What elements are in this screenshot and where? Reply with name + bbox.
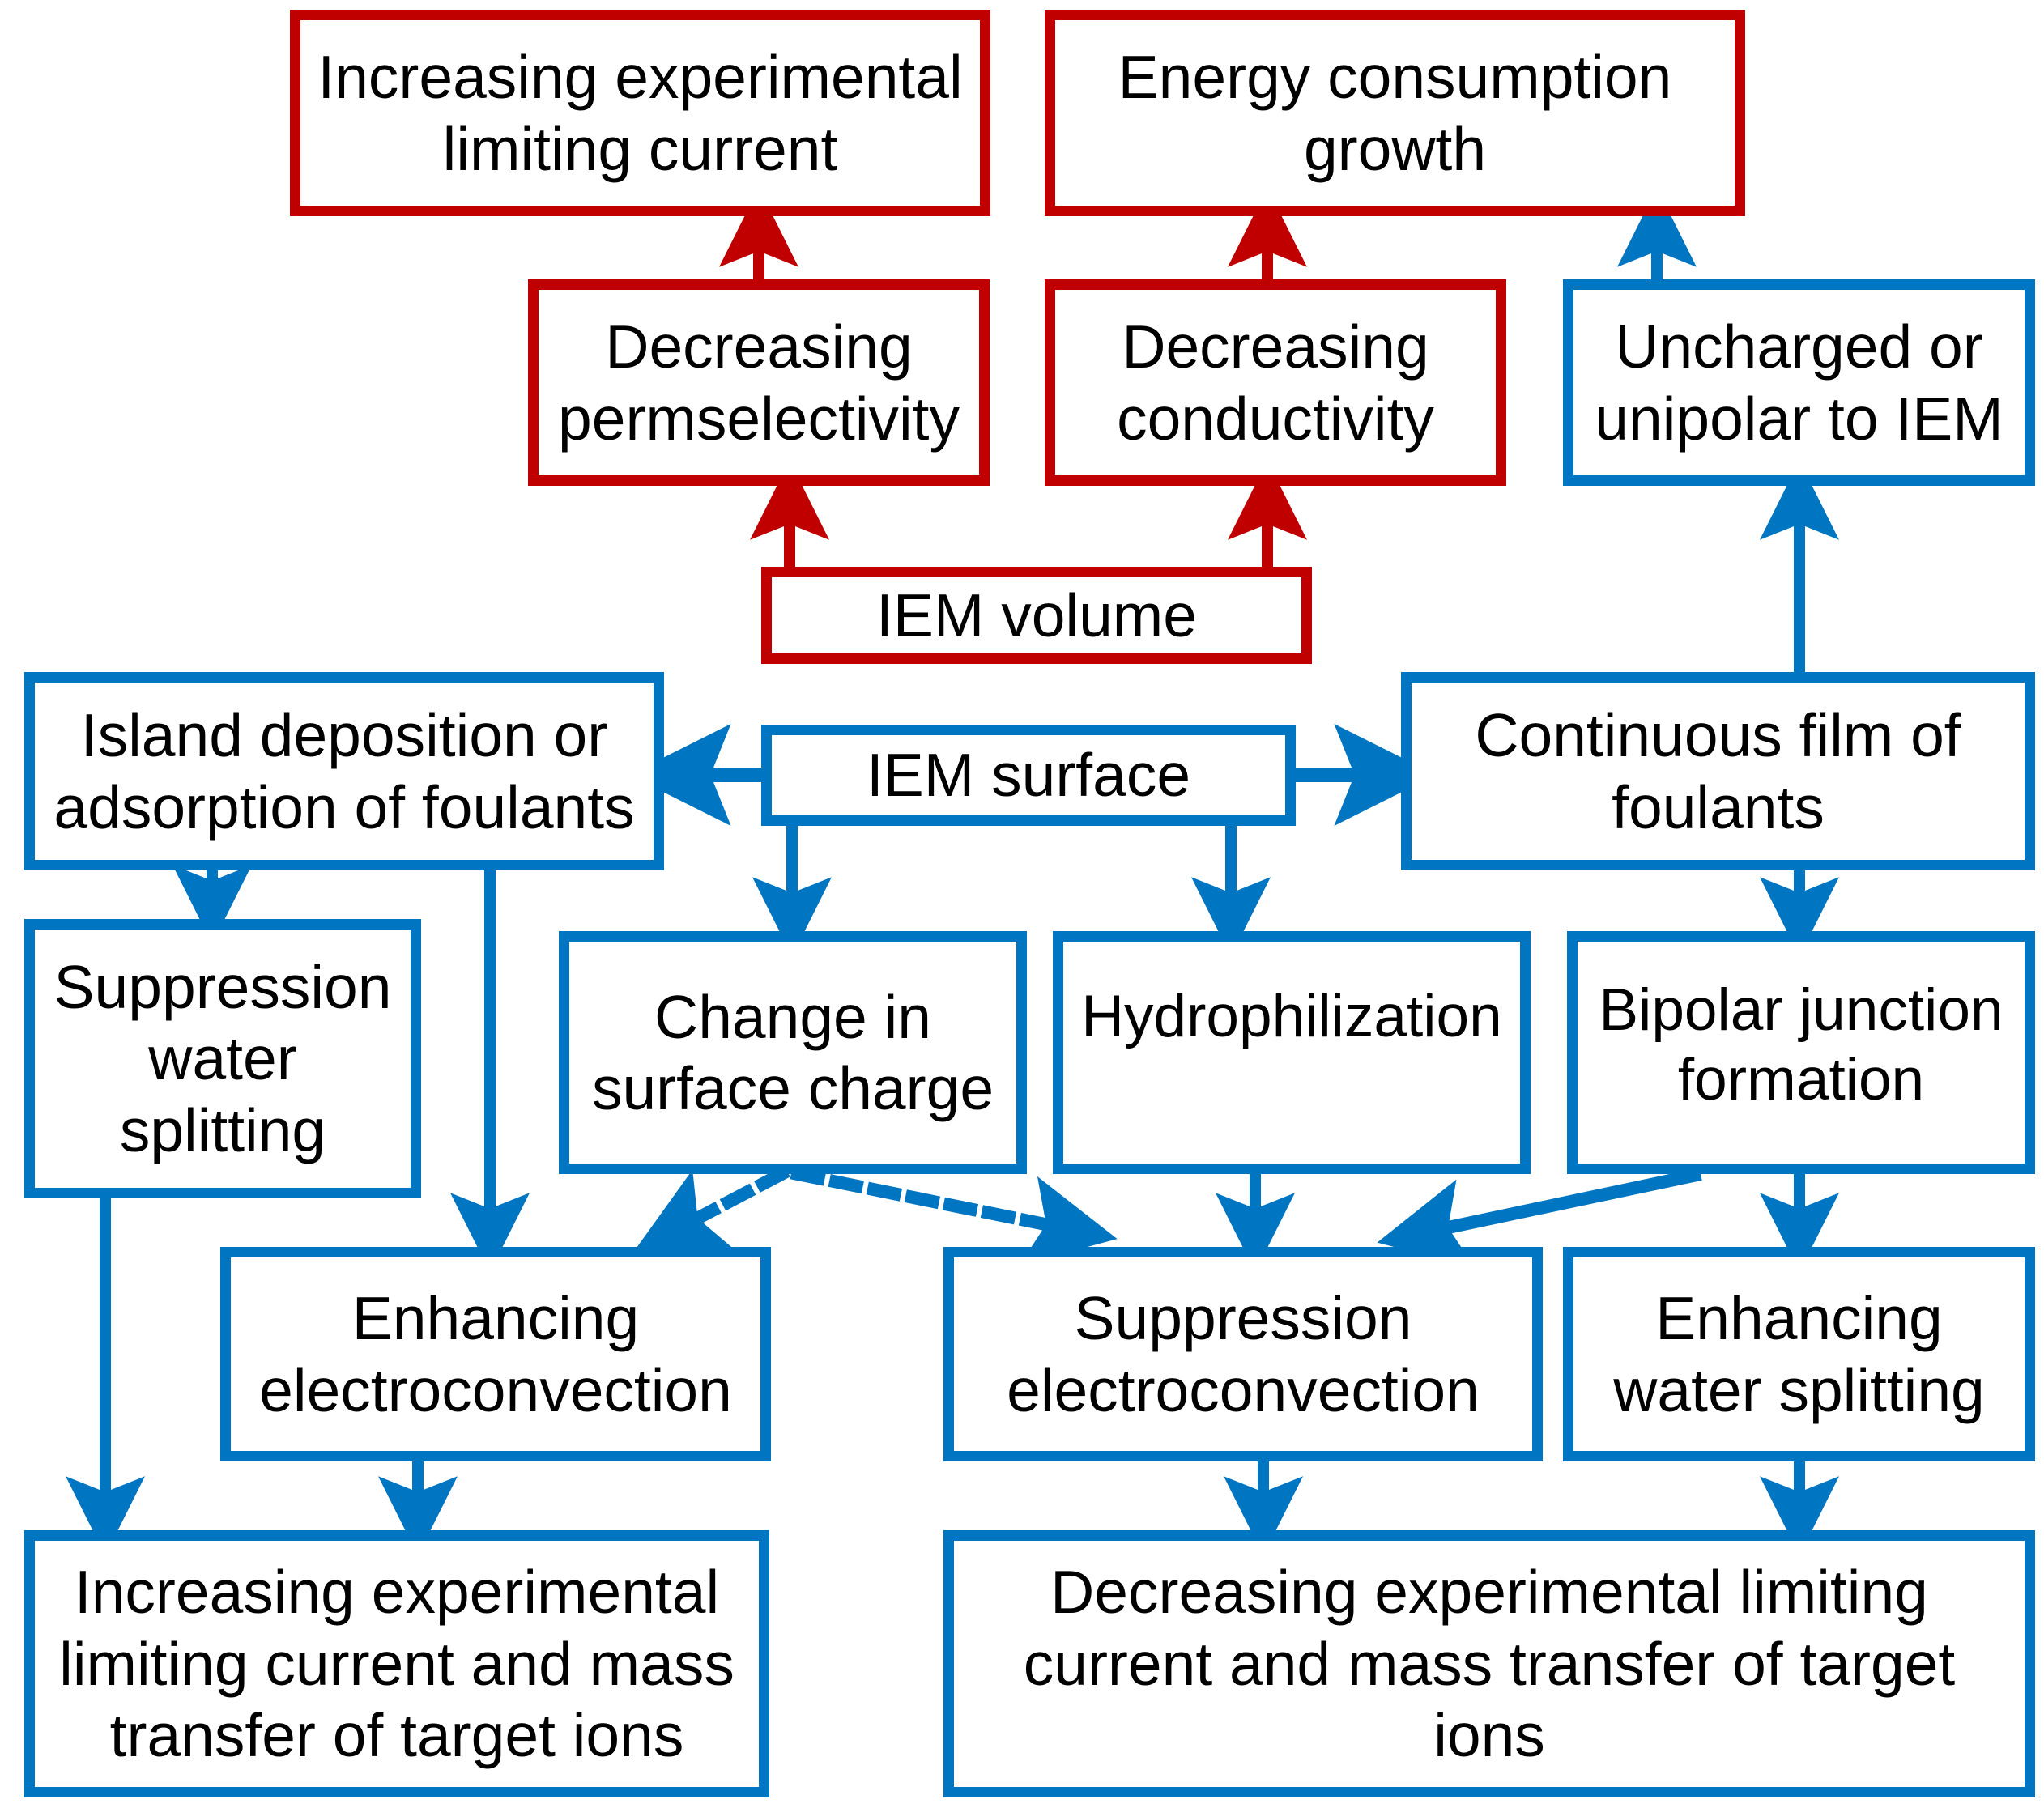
node-suppression-electroconvection[interactable]: Suppression electroconvection (943, 1247, 1543, 1461)
node-label: IEM volume (876, 581, 1197, 649)
node-label: Uncharged or unipolar to IEM (1595, 313, 2004, 453)
node-increasing-limiting-current[interactable]: Increasing experimental limiting current (290, 10, 990, 216)
node-hydrophilization[interactable]: Hydrophilization (1053, 931, 1531, 1174)
node-label: Energy consumption growth (1118, 43, 1672, 183)
node-increasing-limiting-current-mass[interactable]: Increasing experimental limiting current… (24, 1530, 769, 1797)
node-label: Hydrophilization (1081, 984, 1502, 1049)
node-label: Increasing experimental limiting current (317, 43, 963, 183)
node-label: Change in surface charge (591, 982, 994, 1123)
edge-charge-to-enhancing-ec (633, 1165, 790, 1253)
node-enhancing-electroconvection[interactable]: Enhancing electroconvection (220, 1247, 771, 1461)
node-iem-volume[interactable]: IEM volume (761, 567, 1312, 664)
node-energy-consumption-growth[interactable]: Energy consumption growth (1045, 10, 1745, 216)
node-label: Island deposition or adsorption of foula… (53, 701, 635, 841)
node-label: Suppression electroconvection (1007, 1284, 1480, 1424)
node-label: Bipolar junction formation (1599, 977, 2004, 1113)
node-decreasing-permselectivity[interactable]: Decreasing permselectivity (528, 279, 990, 486)
node-label: Increasing experimental limiting current… (59, 1558, 735, 1770)
node-label: Suppression water splitting (53, 952, 392, 1164)
edge-bipolar-to-suppression-ec (1377, 1168, 1702, 1269)
node-continuous-film[interactable]: Continuous film of foulants (1401, 672, 2035, 870)
node-label: Enhancing electroconvection (259, 1284, 732, 1424)
node-enhancing-water-splitting[interactable]: Enhancing water splitting (1563, 1247, 2035, 1461)
node-iem-surface[interactable]: IEM surface (761, 725, 1296, 826)
node-decreasing-limiting-current-mass[interactable]: Decreasing experimental limiting current… (943, 1530, 2035, 1797)
node-label: Continuous film of foulants (1475, 701, 1961, 841)
node-uncharged-or-unipolar[interactable]: Uncharged or unipolar to IEM (1563, 279, 2035, 486)
node-label: IEM surface (866, 741, 1191, 810)
node-bipolar-junction[interactable]: Bipolar junction formation (1567, 931, 2035, 1174)
node-change-surface-charge[interactable]: Change in surface charge (559, 931, 1027, 1174)
node-suppression-water-splitting[interactable]: Suppression water splitting (24, 919, 421, 1198)
node-label: Decreasing permselectivity (558, 313, 960, 453)
node-island-deposition[interactable]: Island deposition or adsorption of foula… (24, 672, 664, 870)
node-label: Enhancing water splitting (1613, 1284, 1985, 1424)
node-decreasing-conductivity[interactable]: Decreasing conductivity (1045, 279, 1506, 486)
node-label: Decreasing experimental limiting current… (1023, 1558, 1956, 1770)
edge-charge-to-suppression-ec (790, 1166, 1118, 1266)
node-label: Decreasing conductivity (1117, 313, 1434, 453)
